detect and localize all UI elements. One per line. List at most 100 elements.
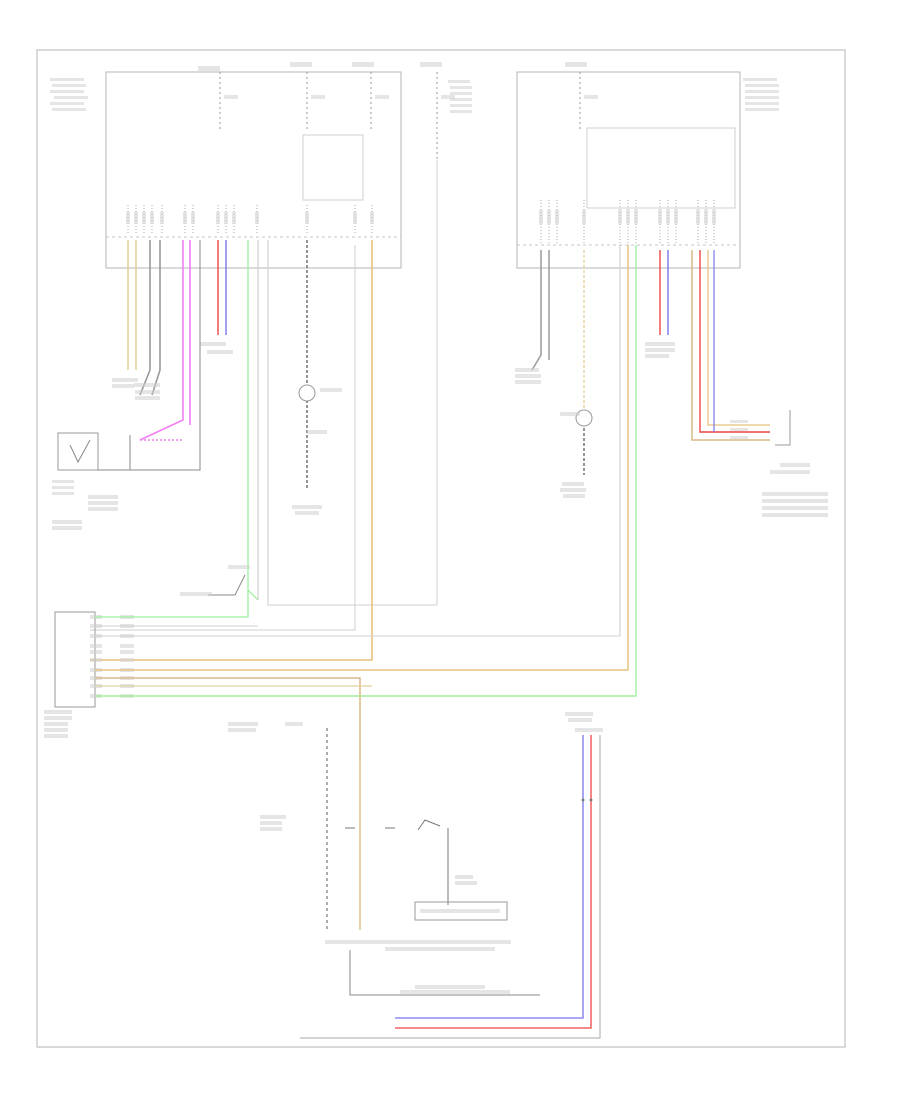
driver-lamp	[298, 384, 316, 402]
driver-module-label-line-5	[52, 108, 86, 111]
passenger-lamp-label	[560, 412, 580, 416]
relay-switch	[208, 574, 246, 596]
passenger-module-label-line-3	[745, 96, 779, 99]
bottom-splice-1	[581, 798, 585, 802]
passenger-module-label-line-0	[743, 78, 777, 81]
driver-pin-label-1	[134, 212, 138, 224]
driver-pin-label-7	[216, 212, 220, 224]
driver-module-label-line-2	[50, 90, 84, 93]
wire-light-return	[267, 240, 437, 606]
passenger-pin-label-11	[704, 210, 708, 224]
passenger-module-label-line-4	[745, 102, 779, 105]
right-label-c	[762, 492, 828, 496]
right-label-a	[780, 463, 810, 467]
right-label-f	[762, 513, 828, 517]
bottom-relay-label-c	[420, 909, 500, 913]
left-pin-3	[90, 644, 102, 648]
driver-pin-label-8	[224, 212, 228, 224]
door-switch-contact	[69, 439, 91, 464]
driver-ground-label-2	[295, 511, 319, 515]
passenger-pin-label-7	[658, 210, 662, 224]
wire-green-to-passenger	[95, 245, 637, 697]
bottom-connector-label-b	[228, 728, 256, 732]
wire-green-driver	[247, 240, 259, 601]
driver-pin-label-13	[370, 212, 374, 224]
wire-tan-to-bottom	[95, 677, 361, 760]
bottom-relay-label-a	[455, 875, 473, 879]
mid-label-line-2	[450, 92, 472, 95]
passenger-connector-label-d	[645, 342, 675, 346]
fuse-label-4	[565, 62, 587, 67]
fuse-rating-3	[441, 95, 455, 99]
wire-gray-1	[139, 240, 151, 396]
bottom-red-wire	[395, 735, 592, 1029]
passenger-connector-label-a	[515, 368, 539, 372]
switch-return-wire	[98, 240, 201, 471]
driver-pin-label-0	[126, 212, 130, 224]
right-label-e	[762, 506, 828, 510]
driver-pin-label-12	[353, 212, 357, 224]
passenger-pin-label-6	[634, 210, 638, 224]
door-switch-label-b	[52, 486, 74, 489]
driver-connector-label-1	[134, 383, 160, 387]
bottom-blue-wire	[395, 735, 584, 1019]
driver-connector-label-3	[207, 350, 233, 354]
right-wire-label-c	[730, 436, 748, 439]
fuse-label-3	[420, 62, 442, 67]
wire-light-main	[90, 245, 356, 631]
bottom-switch-label-b	[260, 821, 282, 825]
bottom-relay-label-b	[455, 881, 477, 885]
mid-label-line-0	[448, 80, 470, 83]
wire-pink-1	[139, 240, 184, 441]
mid-label-line-5	[450, 110, 472, 113]
passenger-pin-label-1	[547, 210, 551, 224]
passenger-connector-label-c	[515, 380, 541, 384]
bottom-right-label-c	[575, 728, 603, 732]
driver-pin-label-2	[142, 212, 146, 224]
driver-pin-label-6	[191, 212, 195, 224]
passenger-pin-label-10	[696, 210, 700, 224]
driver-connector-label-a	[112, 384, 134, 388]
passenger-inner-box	[586, 127, 736, 209]
passenger-connector-label-f	[645, 354, 669, 358]
passenger-module-label-line-1	[745, 84, 779, 87]
bottom-right-label-b	[568, 718, 592, 722]
passenger-ground-label-c	[563, 494, 585, 498]
bottom-connector-label-a	[228, 722, 258, 726]
door-switch-box	[57, 432, 99, 471]
fuse-rating-0	[224, 95, 238, 99]
passenger-module-label-line-5	[745, 108, 779, 111]
bottom-module-label-c	[415, 985, 485, 989]
bottom-right-label-a	[565, 712, 593, 716]
bottom-module-label-d	[400, 990, 510, 994]
driver-connector-label-0	[112, 378, 138, 382]
relay-switch-label	[228, 565, 250, 569]
fuse-rating-2	[375, 95, 389, 99]
bottom-connector-label-c	[285, 722, 303, 726]
driver-connector-label-b	[135, 390, 160, 394]
passenger-pin-label-9	[674, 210, 678, 224]
passenger-module-label-line-2	[745, 90, 779, 93]
passenger-pin-label-0	[539, 210, 543, 224]
switch-note-a	[88, 495, 118, 499]
left-connector-label-d	[44, 728, 68, 732]
left-wire-label-5	[120, 658, 134, 662]
driver-pin-label-3	[150, 212, 154, 224]
driver-module-label-line-4	[50, 102, 84, 105]
wire-gray-2	[151, 240, 161, 396]
fuse-rating-4	[584, 95, 598, 99]
bottom-module-bracket	[349, 950, 540, 996]
driver-side-module	[105, 71, 402, 269]
left-connector-block	[54, 611, 96, 708]
passenger-pin-label-5	[626, 210, 630, 224]
driver-module-label-line-3	[54, 96, 88, 99]
wire-light-to-passenger	[95, 245, 621, 637]
relay-switch-label-b	[180, 592, 212, 596]
driver-module-label-line-1	[52, 84, 86, 87]
outer-frame	[36, 49, 846, 1048]
wire-gray-p1	[531, 250, 542, 371]
left-connector-label-b	[44, 716, 72, 720]
driver-lamp-ground-label	[307, 430, 327, 434]
bottom-switch-label-a	[260, 815, 286, 819]
